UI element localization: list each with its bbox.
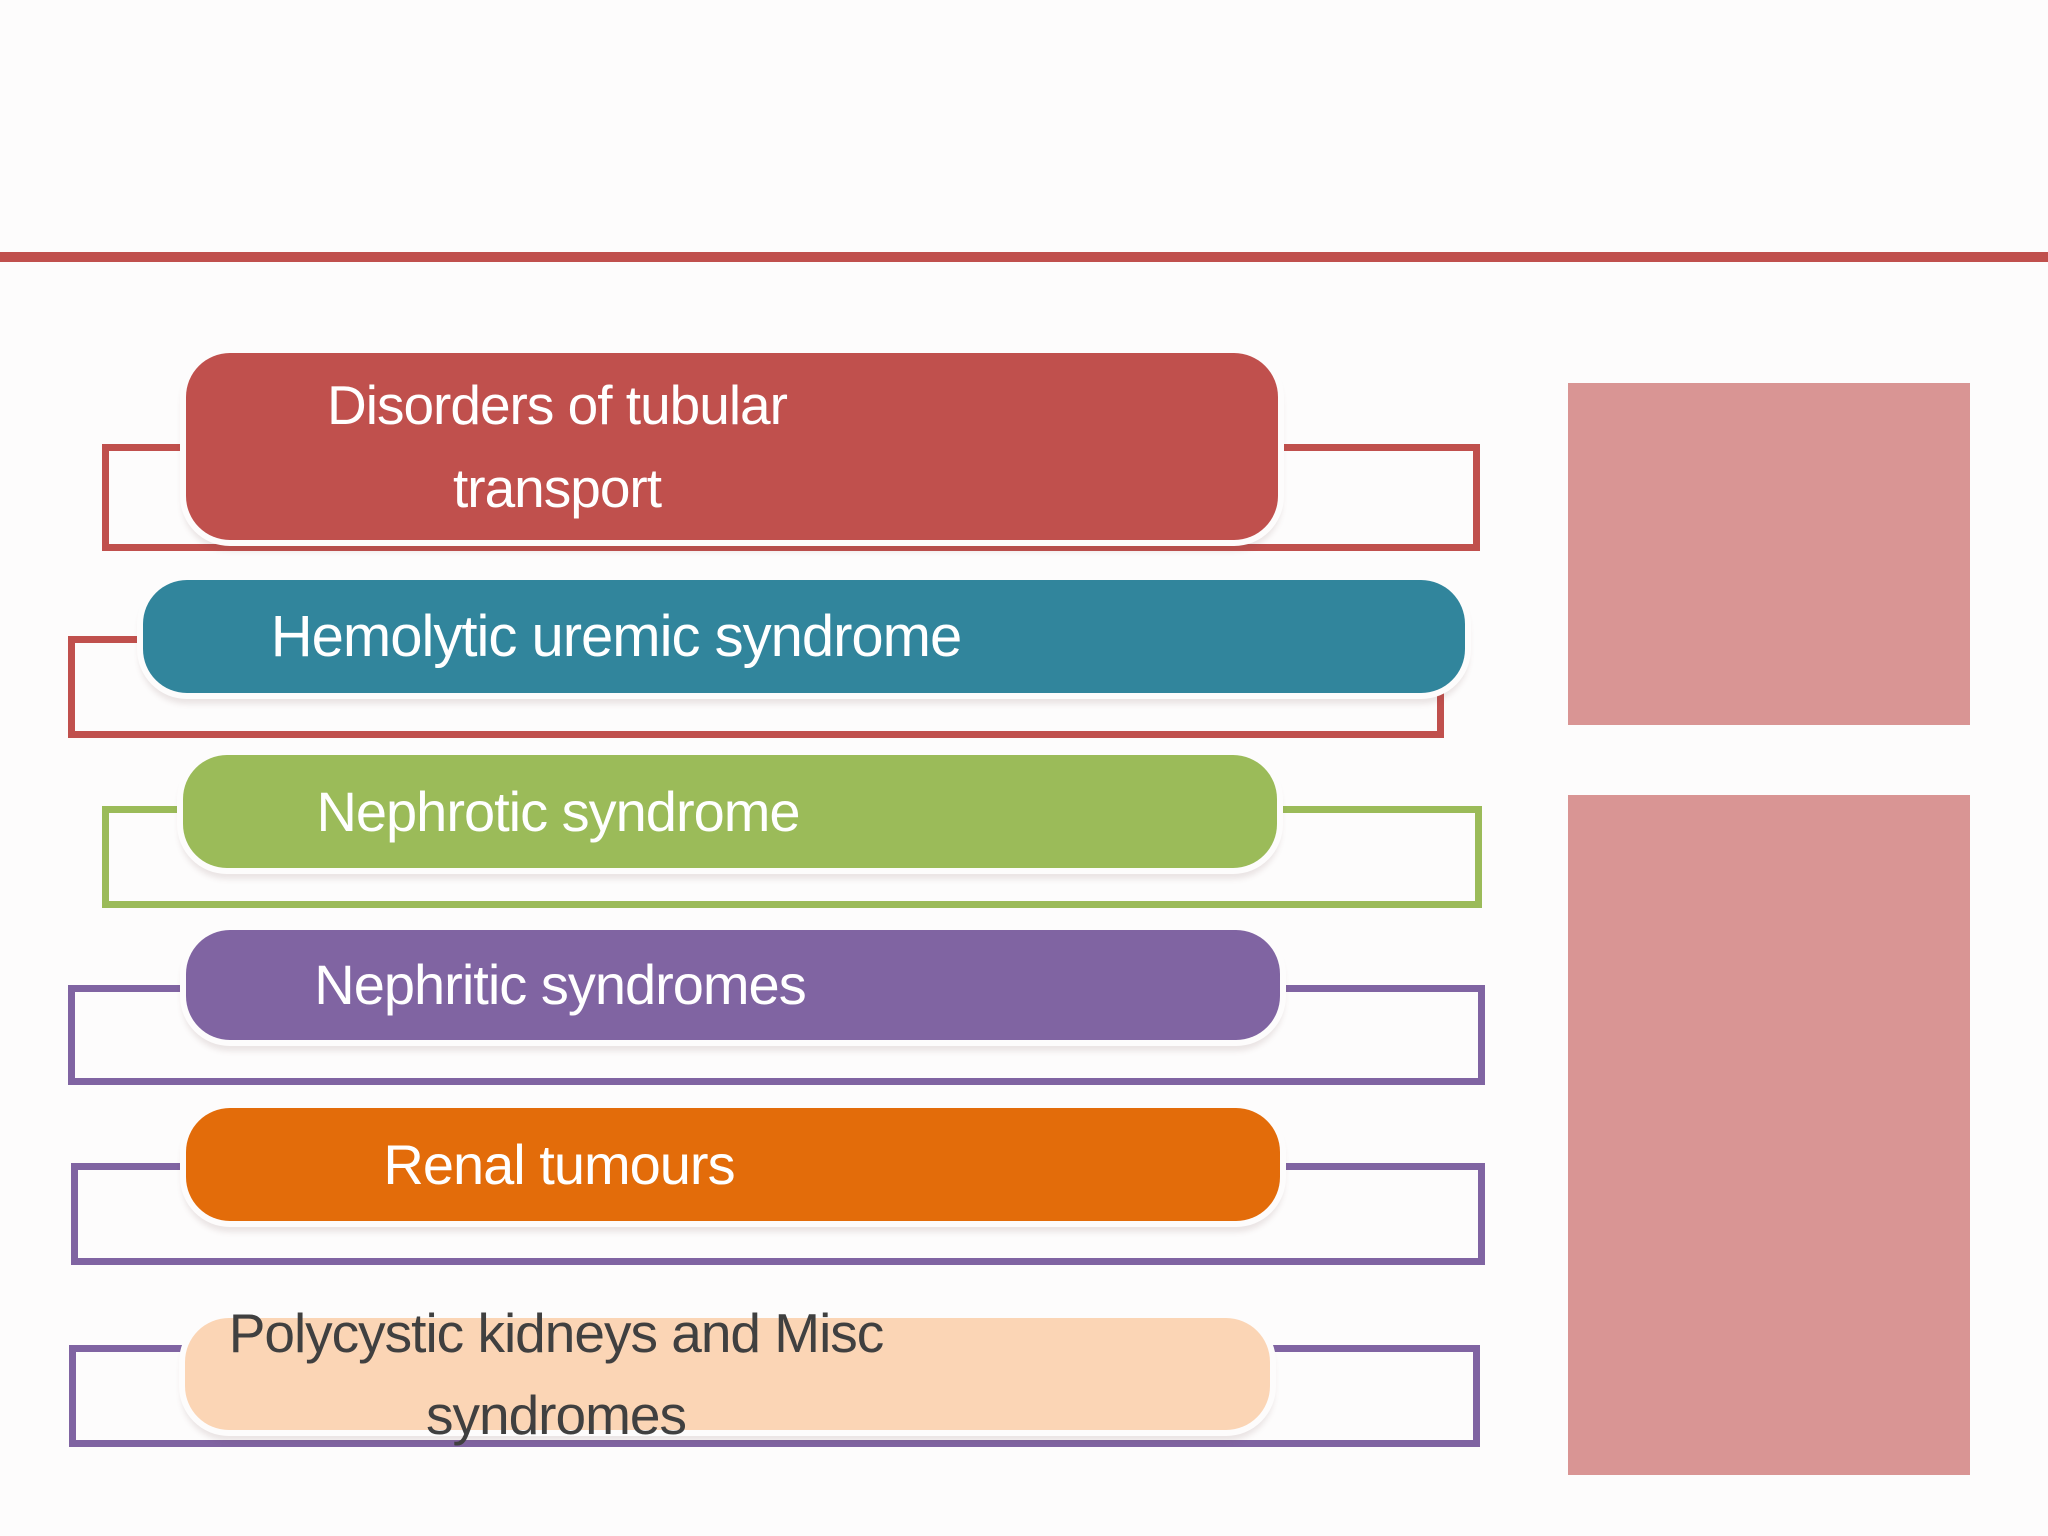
side-panel-lower	[1568, 795, 1970, 1475]
banner-label: Renal tumours	[383, 1132, 735, 1196]
top-accent-rule	[0, 252, 2048, 262]
banner-label: Disorders of tubular transport	[327, 374, 788, 519]
banner	[186, 930, 1280, 1040]
banner	[186, 1108, 1280, 1221]
banner	[185, 1318, 1270, 1430]
banner	[143, 580, 1465, 693]
side-panel-upper	[1568, 383, 1970, 725]
banner-label: Polycystic kidneys and Misc syndromes	[228, 1301, 885, 1447]
banner	[183, 755, 1277, 868]
banner-label: Nephrotic syndrome	[316, 779, 800, 843]
banner	[186, 353, 1278, 540]
banner-label: Nephritic syndromes	[314, 953, 806, 1016]
banner-label: Hemolytic uremic syndrome	[270, 604, 963, 669]
